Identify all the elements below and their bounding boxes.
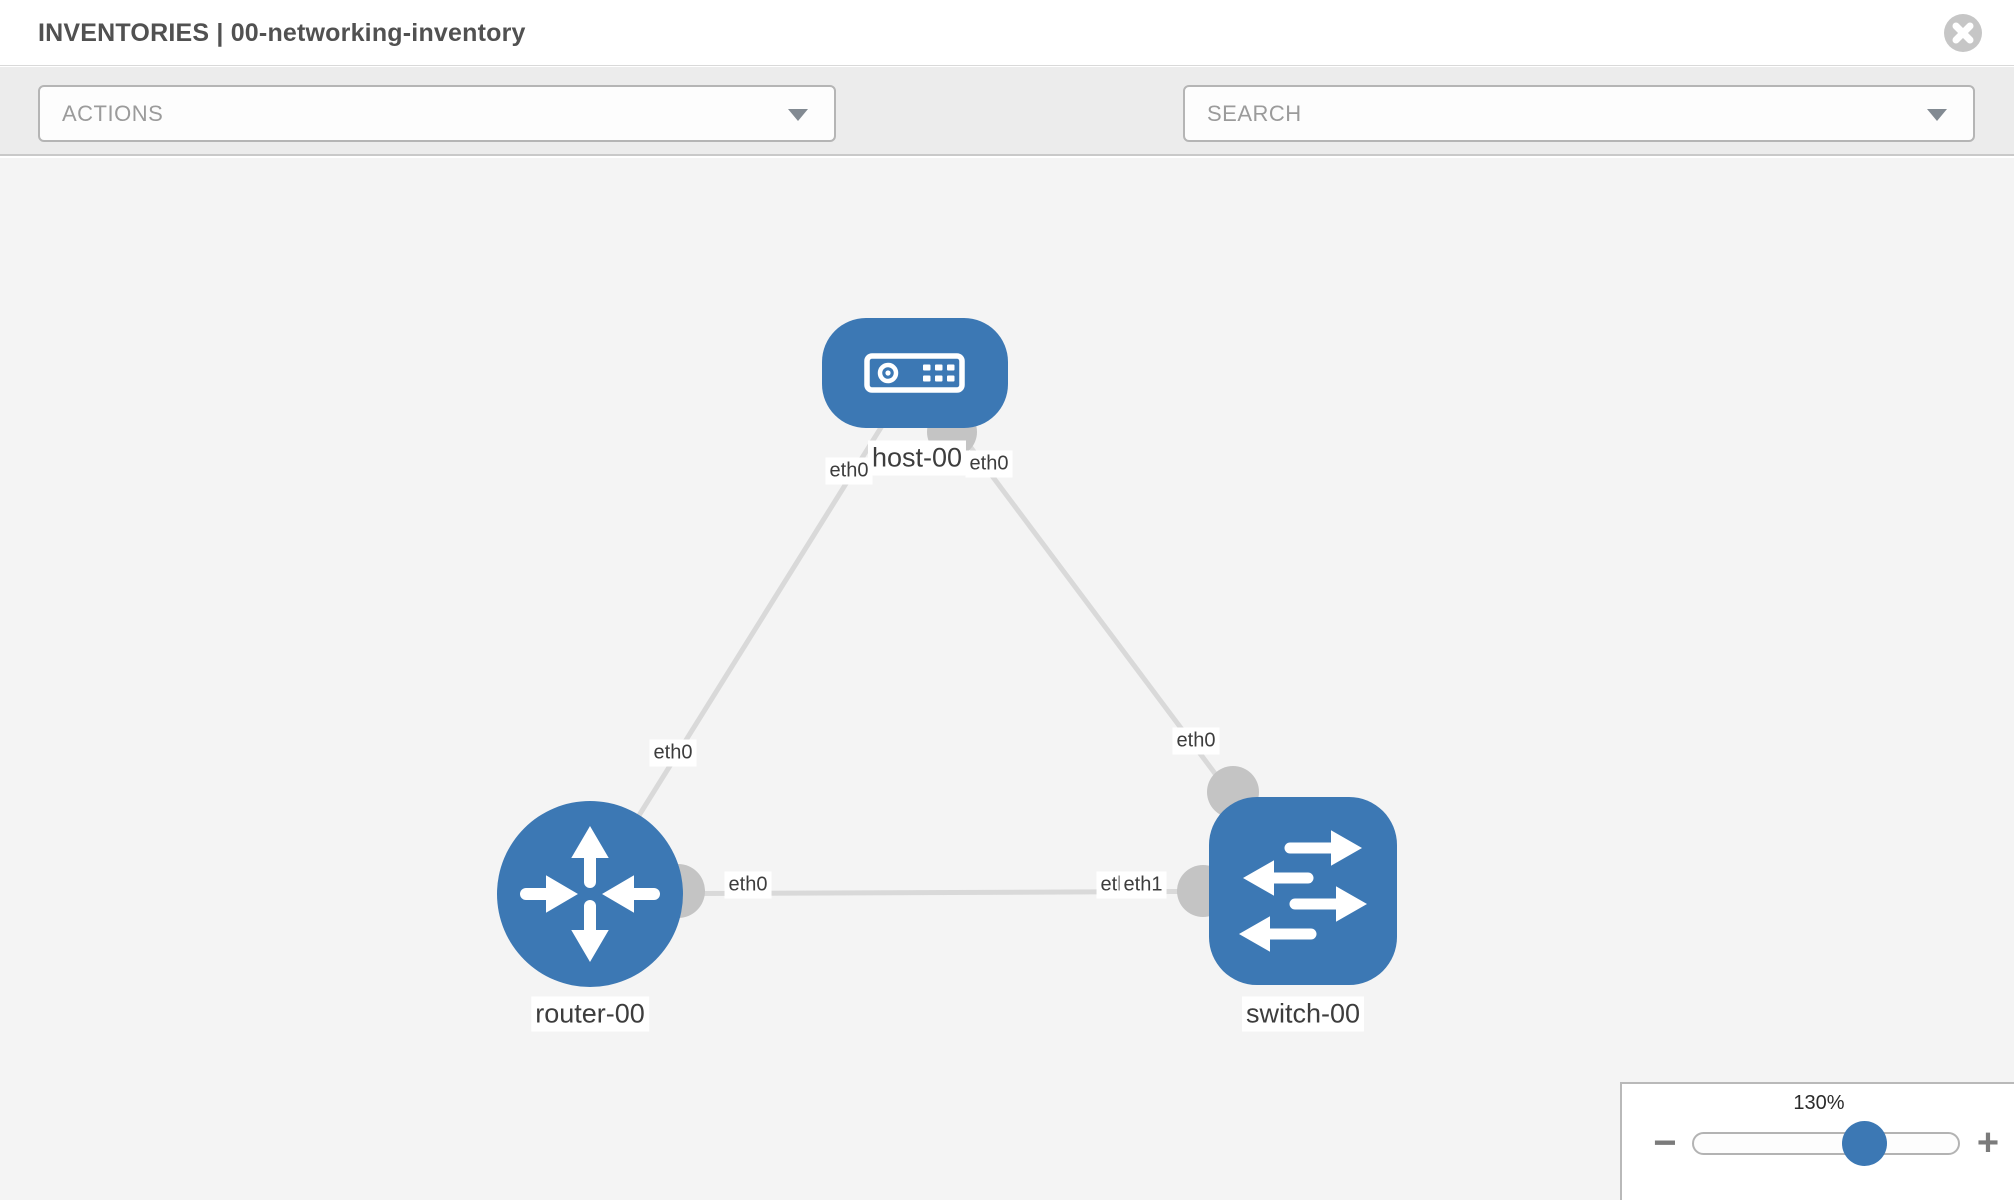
actions-dropdown-label: ACTIONS [62, 100, 164, 126]
node-host-00[interactable] [822, 318, 1008, 428]
search-dropdown-label: SEARCH [1207, 100, 1302, 126]
node-router-00[interactable] [497, 801, 683, 987]
switch-icon [1238, 830, 1368, 952]
actions-dropdown[interactable]: ACTIONS [38, 85, 836, 142]
interface-label: eth0 [825, 457, 873, 485]
host-icon [864, 353, 965, 393]
zoom-in-button[interactable]: + [1976, 1122, 2000, 1164]
chevron-down-icon [788, 109, 808, 121]
page-title: INVENTORIES | 00-networking-inventory [38, 18, 526, 47]
zoom-out-button[interactable]: − [1653, 1121, 1677, 1165]
search-dropdown[interactable]: SEARCH [1183, 85, 1975, 142]
interface-label: eth0 [724, 871, 772, 899]
chevron-down-icon [1927, 109, 1947, 121]
topology-canvas[interactable]: eth0 eth0 host-00 eth0 eth0 eth0 eth1 et… [0, 158, 2014, 1200]
topology-graph [497, 318, 1397, 987]
node-label-router: router-00 [531, 996, 649, 1032]
router-icon [520, 826, 660, 962]
node-label-switch: switch-00 [1241, 996, 1365, 1032]
zoom-slider-knob[interactable] [1842, 1121, 1887, 1166]
zoom-panel: 130% − + [1620, 1082, 2014, 1200]
toolbar: ACTIONS SEARCH [0, 67, 2014, 204]
zoom-level-value: 130% [1793, 1092, 1845, 1114]
page-header: INVENTORIES | 00-networking-inventory [0, 0, 2014, 66]
zoom-slider[interactable] [1692, 1132, 1960, 1155]
interface-label: eth0 [649, 739, 697, 767]
node-switch-00[interactable] [1209, 797, 1397, 985]
node-label-host: host-00 [867, 440, 967, 476]
circle-x-icon [1943, 14, 1983, 56]
interface-label: eth0 [965, 450, 1013, 478]
interface-label: eth1 [1119, 871, 1167, 899]
interface-label: eth0 [1172, 727, 1220, 755]
close-button[interactable] [1943, 13, 1983, 53]
